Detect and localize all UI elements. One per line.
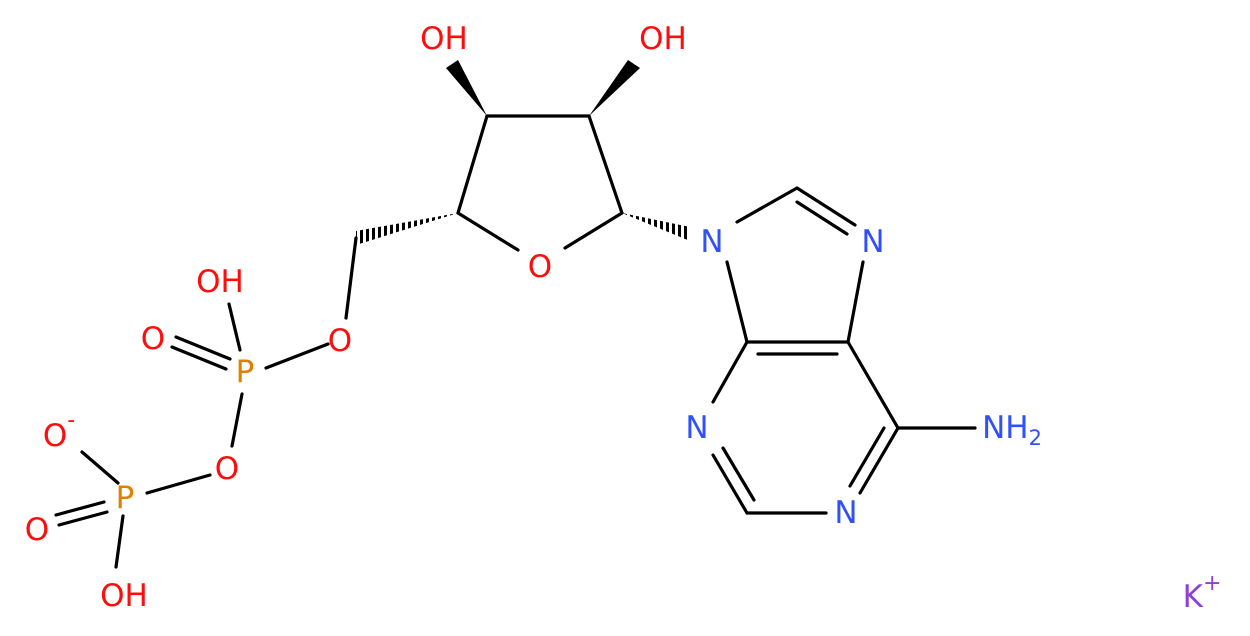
bond-p1-o-double-b [174, 335, 232, 361]
bond-c5a-c6 [846, 340, 900, 430]
hash-c4-c5 [356, 213, 458, 245]
bond-c8-n7-a [795, 186, 857, 227]
bond-c1-o-ring [563, 211, 624, 250]
bond-p2-o-double-b [57, 510, 109, 527]
double-oxygen-p-beta: O [25, 512, 49, 548]
bond-o-ring-c4 [456, 211, 520, 252]
bond-n7-c5a [846, 260, 865, 344]
oh-label-c3: OH [420, 21, 468, 57]
bond-c2-n3-b [721, 446, 756, 502]
bond-c8-n7-b [795, 200, 849, 236]
bond-c6-n1-a [858, 426, 900, 495]
atom-labels: OH OH O N N N N NH2 O P OH O O P O- O OH… [25, 21, 1222, 615]
bond-c4-c3 [456, 114, 489, 215]
potassium-k: K [1183, 579, 1204, 615]
bond-p2-o-double-a [54, 500, 106, 517]
bond-p1-o-bridge [230, 392, 244, 448]
bond-n9-c8 [735, 186, 799, 224]
amino-nh: NH [982, 410, 1029, 446]
amino-label: NH2 [982, 410, 1042, 450]
phosphorus-beta-label: P [116, 480, 135, 516]
n9-label: N [700, 224, 723, 260]
bond-p2-oh-bottom [114, 514, 125, 569]
bond-c6-n1-b [848, 426, 886, 488]
bond-p1-oh-top [227, 302, 242, 352]
bond-c5-o5 [344, 236, 358, 320]
n3-label: N [685, 410, 708, 446]
oxyanion-label: O- [43, 408, 75, 455]
o5-label: O [328, 323, 352, 359]
double-oxygen-p-alpha: O [141, 321, 165, 357]
bond-o5-p1 [264, 342, 330, 370]
n7-label: N [861, 224, 884, 260]
ring-oxygen-label: O [528, 249, 552, 285]
bond-c2-n3-a [711, 453, 749, 515]
plus-charge: + [1203, 571, 1221, 596]
bond-n9-c4a [725, 260, 749, 344]
bond-p2-o-minus [80, 450, 120, 485]
oh-label-p-alpha: OH [196, 264, 244, 300]
bond-n3-c4a [711, 340, 749, 404]
wedge-c3-oh [446, 60, 487, 116]
potassium-counterion: K+ [1183, 571, 1222, 616]
phosphorus-alpha-label: P [236, 354, 255, 390]
amino-subscript: 2 [1029, 426, 1042, 450]
oh-label-p-beta: OH [100, 578, 148, 614]
n1-label: N [834, 495, 857, 531]
bond-o-bridge-p2 [145, 473, 212, 495]
bonds [54, 60, 977, 569]
wedge-c2-oh [589, 60, 640, 116]
oh-label-c2: OH [639, 21, 687, 57]
bond-c2-c1 [587, 114, 624, 215]
bond-p1-o-double-a [170, 345, 228, 371]
bridge-oxygen-label: O [215, 451, 239, 487]
oxyanion-o: O [43, 418, 67, 454]
hash-c1-n9 [622, 213, 690, 241]
minus-charge: - [67, 408, 75, 433]
